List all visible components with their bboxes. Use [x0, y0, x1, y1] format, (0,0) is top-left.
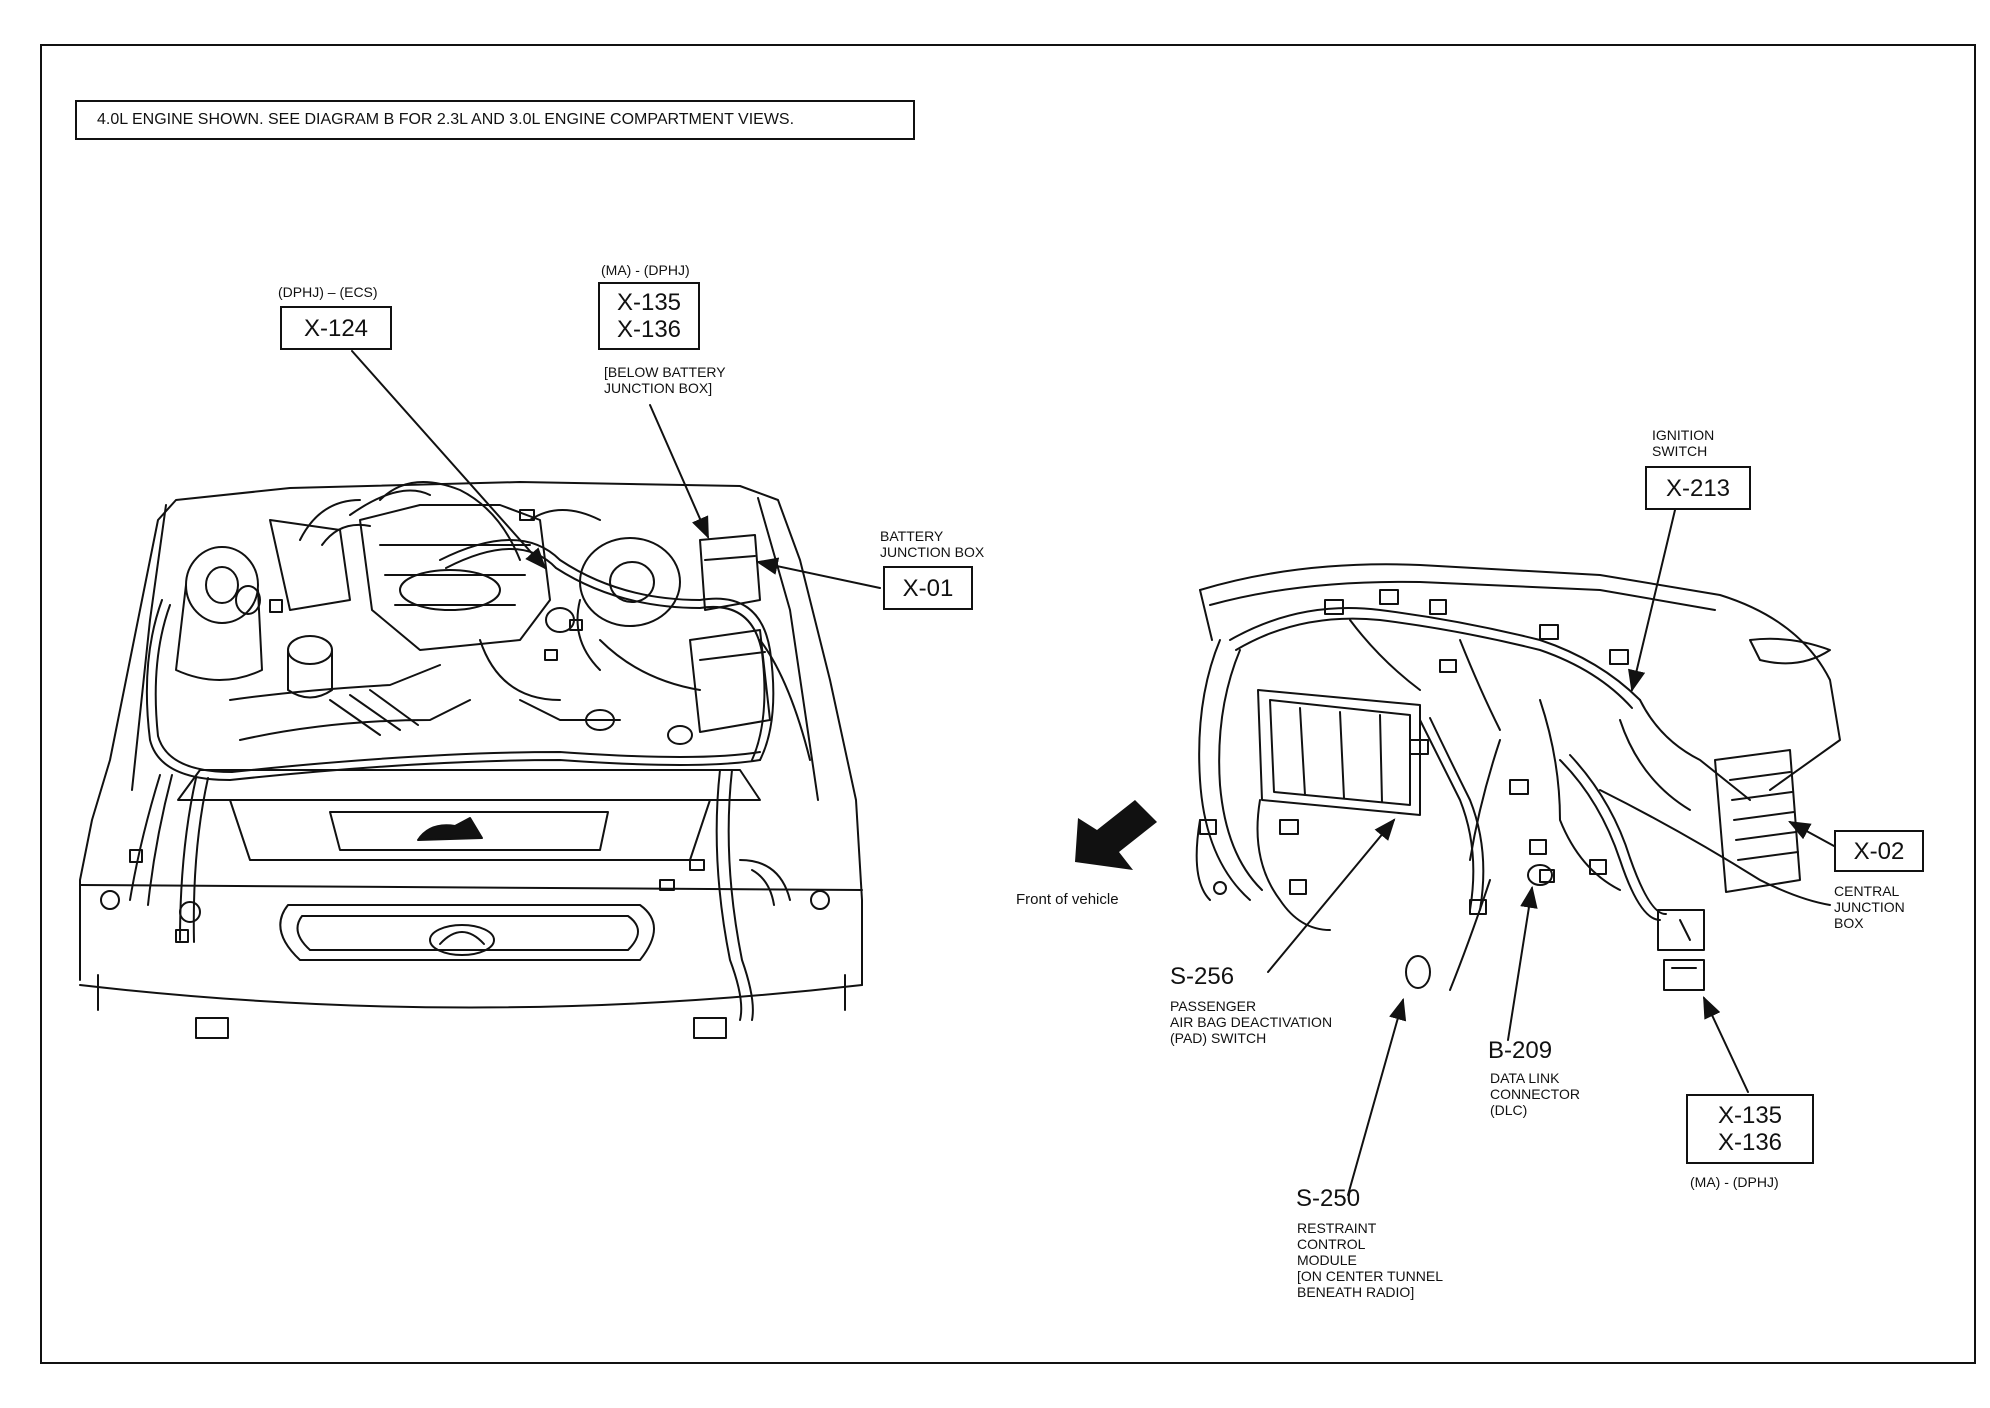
s250-label: RESTRAINT CONTROL MODULE [ON CENTER TUNN… — [1297, 1220, 1443, 1300]
s250-label-line-1: RESTRAINT — [1297, 1220, 1377, 1236]
x213-label-line-1: IGNITION — [1652, 427, 1715, 443]
x02-label-line-3: BOX — [1834, 915, 1864, 931]
b209-code: B-209 — [1488, 1037, 1553, 1064]
x02-callout-box: X-02 — [1834, 830, 1924, 872]
x124-callout-box: X-124 — [280, 306, 392, 350]
x02-label-line-1: CENTRAL — [1834, 883, 1900, 899]
x02-code: X-02 — [1853, 837, 1905, 865]
x124-code: X-124 — [303, 314, 369, 342]
x02-label-line-2: JUNCTION — [1834, 899, 1905, 915]
x135-136-engine-location-line-1: [BELOW BATTERY — [604, 364, 726, 380]
x213-label-line-2: SWITCH — [1652, 443, 1708, 459]
header-note: 4.0L ENGINE SHOWN. SEE DIAGRAM B FOR 2.3… — [75, 100, 915, 140]
instrument-panel-illustration — [1195, 563, 1841, 991]
x135-dash-code: X-135 — [1717, 1102, 1783, 1129]
b209-label-line-3: (DLC) — [1490, 1102, 1528, 1118]
x01-code: X-01 — [902, 574, 954, 602]
x01-label-line-2: JUNCTION BOX — [880, 544, 985, 560]
engine-compartment-illustration — [79, 481, 863, 1039]
front-of-vehicle-label: Front of vehicle — [1016, 891, 1119, 908]
x136-engine-code: X-136 — [616, 316, 682, 343]
x213-callout-box: X-213 — [1645, 466, 1751, 510]
s250-label-line-5: BENEATH RADIO] — [1297, 1284, 1415, 1300]
x135-engine-code: X-135 — [616, 289, 682, 316]
front-of-vehicle-arrow — [1075, 800, 1157, 870]
x135-136-engine-callout-box: X-135 X-136 — [598, 282, 700, 350]
x02-label: CENTRAL JUNCTION BOX — [1834, 883, 1905, 931]
x01-callout-box: X-01 — [883, 566, 973, 610]
x135-136-engine-location-line-2: JUNCTION BOX] — [604, 380, 713, 396]
x213-label: IGNITION SWITCH — [1652, 427, 1714, 459]
s256-label-line-1: PASSENGER — [1170, 998, 1257, 1014]
s256-label-line-3: (PAD) SWITCH — [1170, 1030, 1267, 1046]
x136-dash-code: X-136 — [1717, 1129, 1783, 1156]
b209-label-line-1: DATA LINK — [1490, 1070, 1560, 1086]
s256-code: S-256 — [1170, 963, 1235, 990]
s250-label-line-2: CONTROL — [1297, 1236, 1366, 1252]
x135-136-dash-qualifier: (MA) - (DPHJ) — [1690, 1174, 1779, 1190]
x01-label: BATTERY JUNCTION BOX — [880, 528, 984, 560]
s250-code: S-250 — [1296, 1185, 1361, 1212]
x124-qualifier: (DPHJ) – (ECS) — [278, 284, 378, 300]
s256-label-line-2: AIR BAG DEACTIVATION — [1170, 1014, 1333, 1030]
x135-136-dash-callout-box: X-135 X-136 — [1686, 1094, 1814, 1164]
b209-label-line-2: CONNECTOR — [1490, 1086, 1580, 1102]
x213-code: X-213 — [1665, 474, 1731, 502]
s250-label-line-4: [ON CENTER TUNNEL — [1297, 1268, 1443, 1284]
b209-label: DATA LINK CONNECTOR (DLC) — [1490, 1070, 1580, 1118]
s250-label-line-3: MODULE — [1297, 1252, 1357, 1268]
x135-136-engine-qualifier: (MA) - (DPHJ) — [601, 262, 690, 278]
s256-label: PASSENGER AIR BAG DEACTIVATION (PAD) SWI… — [1170, 998, 1332, 1046]
x135-136-engine-location: [BELOW BATTERY JUNCTION BOX] — [604, 364, 726, 396]
leader-lines — [351, 350, 1835, 1196]
x01-label-line-1: BATTERY — [880, 528, 944, 544]
diagram-frame — [40, 44, 1976, 1364]
